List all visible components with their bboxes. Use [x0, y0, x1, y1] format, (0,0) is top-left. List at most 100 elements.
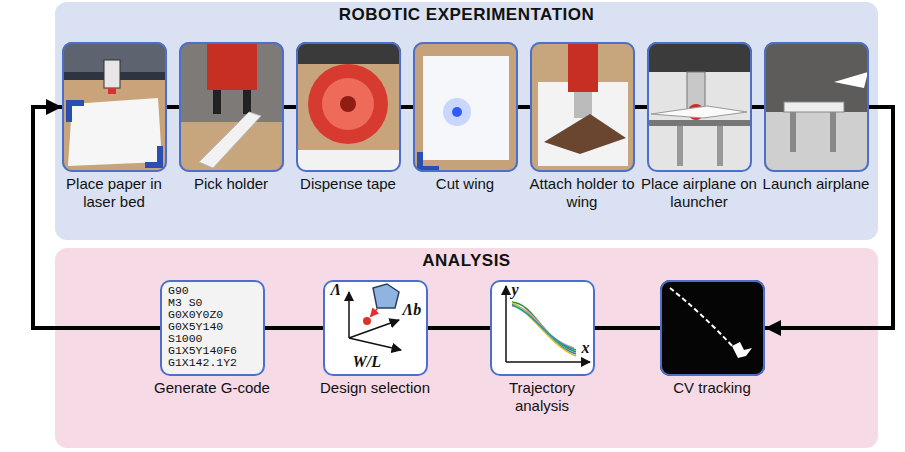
laser-bed-photo-part: [145, 146, 163, 168]
design-space-plot-part: [371, 309, 378, 317]
laser-cut-photo-part: [452, 107, 462, 117]
launcher-photo-part: [717, 126, 723, 166]
trajectory-plot: [490, 280, 595, 376]
photo-tile: Launch airplane: [764, 42, 869, 172]
laser-cut-photo-part: [423, 56, 509, 160]
trajectory-plot-part: [505, 286, 507, 362]
code-line: M3 S0: [168, 297, 257, 309]
gripper-photo-part: [207, 42, 257, 90]
tile-caption: Attach holder to wing: [522, 175, 643, 211]
trajectory-plot-part: [506, 361, 590, 363]
tile-caption: Place paper in laser bed: [54, 175, 175, 211]
tile-caption: Place airplane on launcher: [639, 175, 760, 211]
panel-title: ANALYSIS: [55, 248, 878, 271]
gripper-photo: [179, 42, 284, 172]
launch-photo-part: [790, 112, 796, 152]
axis-label: y: [512, 282, 519, 298]
code-line: G1X142.1Y2: [168, 357, 257, 369]
axis-label: Λ: [331, 282, 342, 298]
laser-bed-photo-part: [104, 60, 120, 88]
attach-photo-part: [538, 82, 628, 166]
launcher-photo-part: [647, 120, 752, 126]
loop-connector: [765, 107, 893, 328]
tile-caption: Trajectory analysis: [482, 379, 603, 415]
code-line: G1X5Y140F6: [168, 345, 257, 357]
laser-bed-photo-part: [66, 100, 84, 122]
design-space-plot-part: [349, 320, 399, 338]
design-space-plot-part: [363, 317, 371, 325]
launch-photo-part: [764, 112, 869, 172]
launcher-photo-part: [647, 42, 752, 72]
launcher-photo-part: [677, 126, 683, 166]
loop-connector: [401, 105, 413, 109]
launch-photo-part: [830, 112, 836, 152]
axis-label: Λb: [403, 302, 422, 318]
axis-label: W/L: [353, 354, 381, 370]
cv-tracking-image-part: [660, 280, 765, 376]
panel-fill: [55, 2, 878, 448]
laser-cut-photo-part: [417, 152, 439, 172]
tape-photo-part: [296, 42, 401, 64]
attach-photo-part: [568, 42, 598, 92]
code-line: G0X5Y140: [168, 321, 257, 333]
laser-cut-photo-part: [413, 42, 518, 172]
tape-photo-part: [340, 96, 356, 112]
launcher-photo-part: [647, 42, 752, 172]
gripper-photo-part: [179, 42, 284, 172]
tape-photo: [296, 42, 401, 172]
loop-connector: [752, 105, 764, 109]
tape-photo-part: [308, 64, 388, 144]
design-space-plot-part: [373, 284, 399, 308]
tile-caption: CV tracking: [652, 379, 773, 397]
loop-connector: [428, 326, 490, 330]
trajectory-plot-part: [512, 305, 576, 350]
laser-bed-photo-part: [68, 98, 162, 166]
photo-tile: Cut wing: [413, 42, 518, 172]
axis-label: x: [582, 340, 590, 356]
loop-connector: [284, 105, 296, 109]
code-line: G90: [168, 285, 257, 297]
loop-connector: [167, 105, 179, 109]
photo-tile: CV tracking: [660, 280, 765, 376]
loop-connector: [265, 326, 323, 330]
laser-bed-photo-part: [108, 88, 116, 94]
loop-connector: [595, 326, 660, 330]
tile-caption: Launch airplane: [756, 175, 877, 193]
design-space-plot-part: [323, 280, 428, 376]
launch-photo-part: [784, 102, 844, 112]
tape-photo-part: [322, 78, 374, 130]
photo-tile: yxTrajectory analysis: [490, 280, 595, 376]
photo-tile: Attach holder to wing: [530, 42, 635, 172]
photo-tile: Place airplane on launcher: [647, 42, 752, 172]
design-space-plot-part: [348, 292, 350, 338]
loop-connector: [33, 107, 160, 328]
trajectory-plot-part: [512, 304, 576, 354]
attach-photo-part: [544, 114, 626, 154]
gripper-photo-part: [213, 90, 221, 114]
launch-photo-part: [834, 72, 868, 88]
trajectory-plot-part: [490, 280, 595, 376]
attach-photo: [530, 42, 635, 172]
tile-caption: Pick holder: [171, 175, 292, 193]
design-space-plot: [323, 280, 428, 376]
photo-tile: Place paper in laser bed: [62, 42, 167, 172]
attach-photo-part: [530, 42, 635, 172]
tape-photo-part: [296, 150, 401, 172]
cv-tracking-image-part: [732, 342, 752, 358]
launch-photo: [764, 42, 869, 172]
trajectory-plot-part: [512, 306, 574, 348]
stage-panel: G90M3 S0G0X0Y0Z0G0X5Y140S1000G1X5Y140F6G…: [55, 248, 878, 448]
gripper-photo-part: [243, 90, 251, 114]
tile-caption: Dispense tape: [288, 175, 409, 193]
gripper-photo-part: [199, 112, 261, 168]
photo-tile: Pick holder: [179, 42, 284, 172]
laser-cut-photo-part: [443, 98, 471, 126]
panel-title: ROBOTIC EXPERIMENTATION: [55, 2, 878, 25]
tape-photo-part: [296, 42, 401, 172]
trajectory-plot-part: [512, 302, 576, 352]
loop-connector: [518, 105, 530, 109]
tile-caption: Cut wing: [405, 175, 526, 193]
design-space-plot-part: [349, 338, 401, 350]
